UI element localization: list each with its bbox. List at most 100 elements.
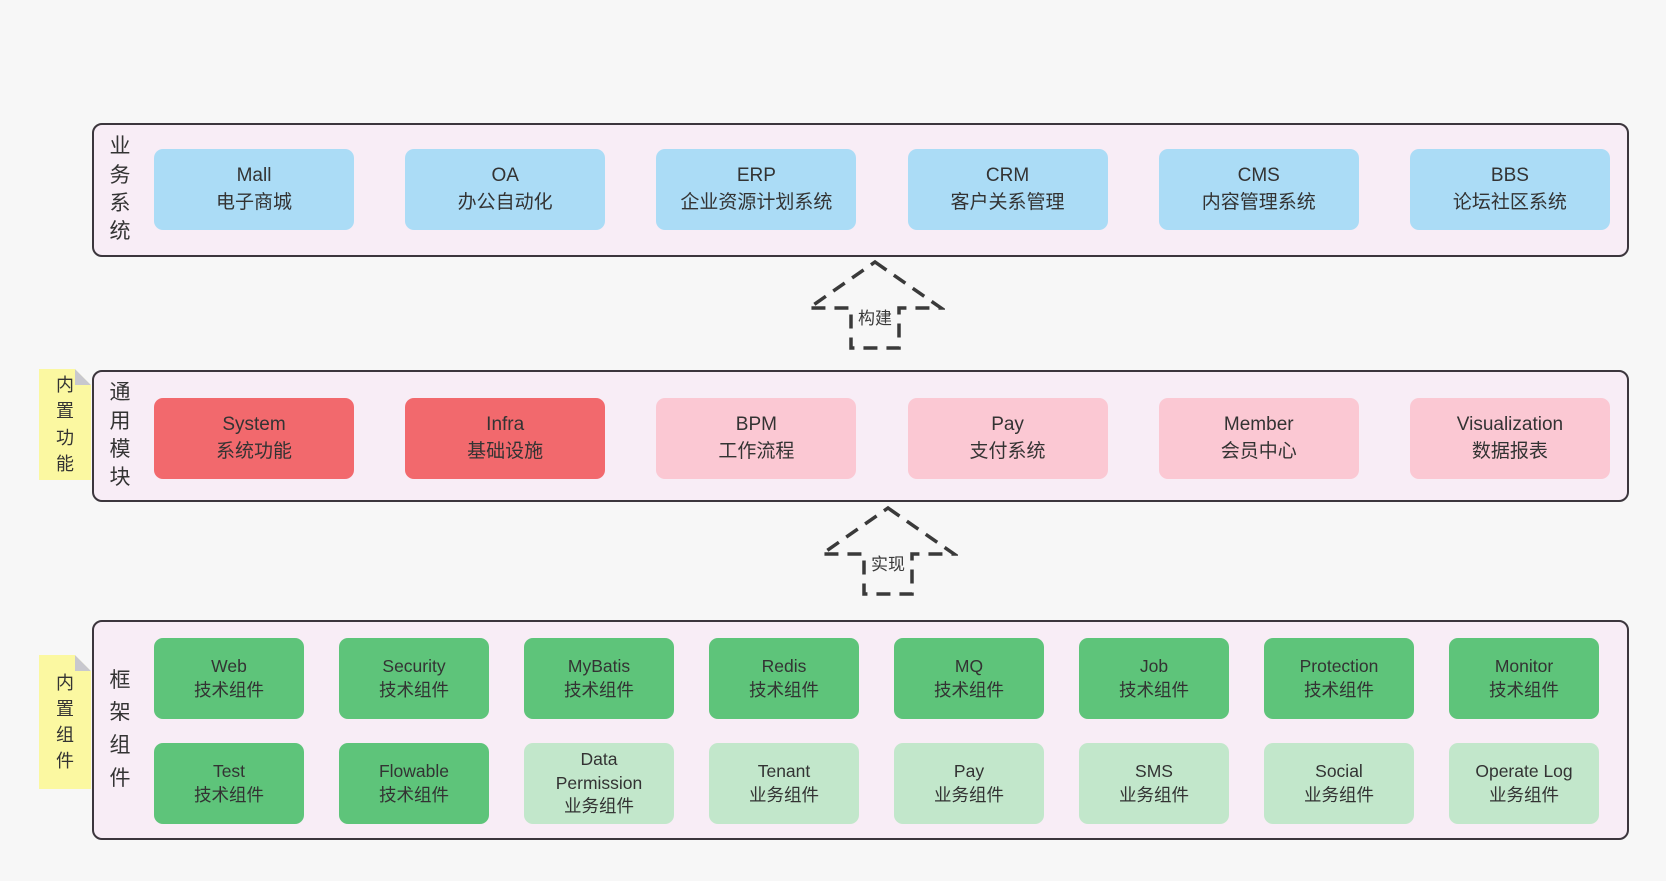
box-subtitle: 技术组件 [1304,679,1374,700]
box-title: Security [382,656,446,677]
box-subtitle: 技术组件 [1489,679,1559,700]
box-subtitle: 业务组件 [749,784,819,805]
implement-arrow-label: 实现 [868,550,908,575]
box-test: Test 技术组件 [154,743,304,824]
business-systems-row: Mall 电子商城 OA 办公自动化 ERP 企业资源计划系统 CRM 客户关系… [154,149,1610,230]
box-title: CRM [985,164,1030,186]
framework-components-label: 框架组件 [109,668,131,790]
framework-components-row-2: Test 技术组件 Flowable 技术组件 Data Permission … [154,743,1599,824]
build-arrow-label: 构建 [855,304,895,329]
box-operate-log: Operate Log 业务组件 [1449,743,1599,824]
box-redis: Redis 技术组件 [709,638,859,719]
box-crm: CRM 客户关系管理 [907,149,1108,230]
box-title: Pay [953,761,985,782]
box-title: Member [1223,413,1294,435]
box-sms: SMS 业务组件 [1079,743,1229,824]
box-oa: OA 办公自动化 [405,149,606,230]
box-pay-module: Pay 支付系统 [907,398,1108,479]
framework-components-container: 框架组件 Web 技术组件 Security 技术组件 MyBatis 技术组件… [92,620,1629,840]
box-subtitle: 技术组件 [379,784,449,805]
sticky-note-built-in-components: 内置组件 [39,655,91,789]
box-subtitle: 工作流程 [718,440,795,462]
box-visualization: Visualization 数据报表 [1409,398,1610,479]
box-mq: MQ 技术组件 [894,638,1044,719]
box-subtitle: 业务组件 [1489,784,1559,805]
box-subtitle: 企业资源计划系统 [680,191,833,213]
business-systems-container: 业务系统 Mall 电子商城 OA 办公自动化 ERP 企业资源计划系统 CRM… [92,123,1629,257]
dashed-up-arrow-icon [818,505,958,596]
business-systems-label: 业务系统 [109,135,131,244]
box-title: Pay [991,413,1024,435]
box-title: MQ [954,656,984,677]
box-monitor: Monitor 技术组件 [1449,638,1599,719]
common-modules-label: 通用模块 [109,381,131,490]
box-erp: ERP 企业资源计划系统 [656,149,857,230]
box-title: SMS [1135,761,1173,782]
box-title: Monitor [1494,656,1554,677]
box-subtitle: 技术组件 [749,679,819,700]
box-title: Redis [761,656,807,677]
box-title: Test [212,761,246,782]
box-bpm: BPM 工作流程 [656,398,857,479]
common-modules-row: System 系统功能 Infra 基础设施 BPM 工作流程 Pay 支付系统… [154,398,1610,479]
dashed-up-arrow-icon [805,259,945,350]
box-title: Data Permission [555,749,643,793]
box-bbs: BBS 论坛社区系统 [1409,149,1610,230]
box-title: Mall [236,164,272,186]
box-data-permission: Data Permission 业务组件 [524,743,674,824]
box-mall: Mall 电子商城 [154,149,354,230]
box-title: BPM [735,413,777,435]
box-title: CMS [1237,164,1280,186]
box-title: ERP [736,164,776,186]
box-title: Flowable [378,761,450,782]
box-mybatis: MyBatis 技术组件 [524,638,674,719]
box-pay-component: Pay 业务组件 [894,743,1044,824]
box-infra: Infra 基础设施 [405,398,606,479]
box-subtitle: 业务组件 [934,784,1004,805]
common-modules-container: 通用模块 System 系统功能 Infra 基础设施 BPM 工作流程 Pay… [92,370,1629,502]
box-subtitle: 数据报表 [1471,440,1548,462]
box-subtitle: 论坛社区系统 [1452,191,1567,213]
box-title: Social [1315,761,1363,782]
box-cms: CMS 内容管理系统 [1158,149,1359,230]
box-title: System [222,413,286,435]
box-member: Member 会员中心 [1158,398,1359,479]
box-subtitle: 业务组件 [1304,784,1374,805]
box-job: Job 技术组件 [1079,638,1229,719]
build-arrow: 构建 [805,256,945,352]
box-protection: Protection 技术组件 [1264,638,1414,719]
implement-arrow: 实现 [818,502,958,598]
box-subtitle: 技术组件 [934,679,1004,700]
box-social: Social 业务组件 [1264,743,1414,824]
box-web: Web 技术组件 [154,638,304,719]
box-title: Tenant [757,761,811,782]
box-title: OA [491,164,519,186]
box-title: BBS [1490,164,1529,186]
box-subtitle: 技术组件 [194,679,264,700]
box-subtitle: 技术组件 [379,679,449,700]
box-subtitle: 技术组件 [194,784,264,805]
box-subtitle: 系统功能 [215,440,292,462]
box-subtitle: 电子商城 [215,191,292,213]
box-title: Web [211,656,247,677]
box-subtitle: 会员中心 [1220,440,1297,462]
box-subtitle: 办公自动化 [457,191,553,213]
box-subtitle: 业务组件 [1119,784,1189,805]
box-subtitle: 内容管理系统 [1201,191,1316,213]
box-system: System 系统功能 [154,398,354,479]
box-title: Protection [1299,656,1379,677]
box-title: Operate Log [1475,761,1573,782]
box-subtitle: 基础设施 [467,440,544,462]
box-subtitle: 业务组件 [564,796,634,817]
box-subtitle: 技术组件 [1119,679,1189,700]
box-subtitle: 客户关系管理 [950,191,1065,213]
framework-components-row-1: Web 技术组件 Security 技术组件 MyBatis 技术组件 Redi… [154,638,1599,719]
box-title: Infra [486,413,525,435]
box-subtitle: 支付系统 [969,440,1046,462]
box-security: Security 技术组件 [339,638,489,719]
box-title: MyBatis [567,656,631,677]
box-title: Job [1139,656,1169,677]
box-subtitle: 技术组件 [564,679,634,700]
box-title: Visualization [1456,413,1564,435]
box-tenant: Tenant 业务组件 [709,743,859,824]
